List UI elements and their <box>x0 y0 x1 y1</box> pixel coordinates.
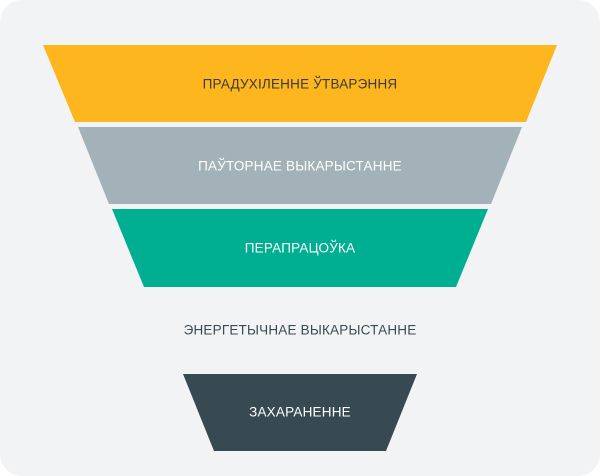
tier-disposal: ЗАХАРАНЕННЕ <box>183 374 417 451</box>
tier-energy-recovery-label: ЭНЕРГЕТЫЧНАЕ ВЫКАРЫСТАННЕ <box>184 323 417 338</box>
tier-recycling-shape <box>112 209 488 287</box>
tier-energy-recovery: ЭНЕРГЕТЫЧНАЕ ВЫКАРЫСТАННЕ <box>148 292 452 369</box>
tier-reuse-shape <box>78 127 522 204</box>
tier-recycling: ПЕРАПРАЦОЎКА <box>112 209 488 287</box>
tier-disposal-label: ЗАХАРАНЕННЕ <box>249 405 351 420</box>
tier-reuse-label: ПАЎТОРНАЕ ВЫКАРЫСТАННЕ <box>198 159 402 174</box>
tier-prevention-shape <box>43 45 557 122</box>
tier-energy-recovery-shape <box>148 292 452 369</box>
tier-reuse: ПАЎТОРНАЕ ВЫКАРЫСТАННЕ <box>78 127 522 204</box>
tier-prevention-label: ПРАДУХІЛЕННЕ ЎТВАРЭННЯ <box>203 77 398 92</box>
tier-disposal-shape <box>183 374 417 451</box>
tier-recycling-label: ПЕРАПРАЦОЎКА <box>245 241 356 256</box>
tier-prevention: ПРАДУХІЛЕННЕ ЎТВАРЭННЯ <box>43 45 557 122</box>
